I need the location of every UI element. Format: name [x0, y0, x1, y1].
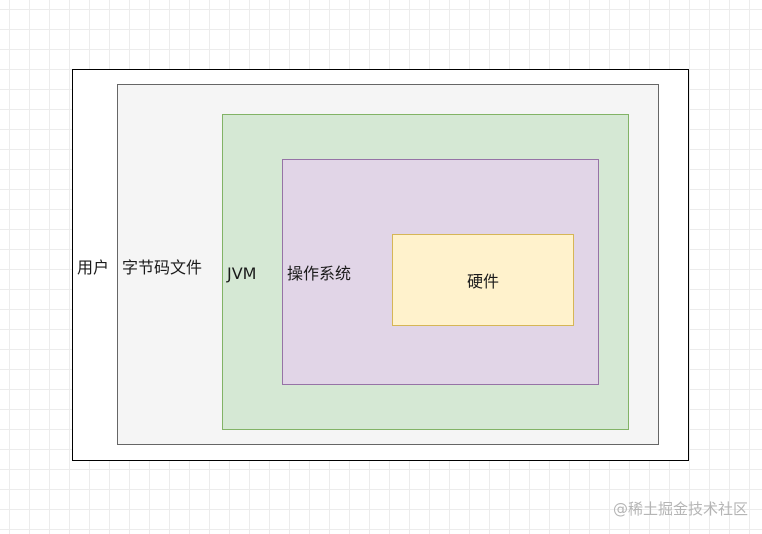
- hardware-layer-box: 硬件: [392, 234, 574, 326]
- hardware-label: 硬件: [466, 272, 499, 291]
- jvm-label: JVM: [227, 264, 257, 283]
- watermark: @稀土掘金技术社区: [612, 500, 748, 518]
- bytecode-label: 字节码文件: [122, 258, 203, 277]
- user-label: 用户: [77, 258, 110, 277]
- os-label: 操作系统: [287, 264, 352, 283]
